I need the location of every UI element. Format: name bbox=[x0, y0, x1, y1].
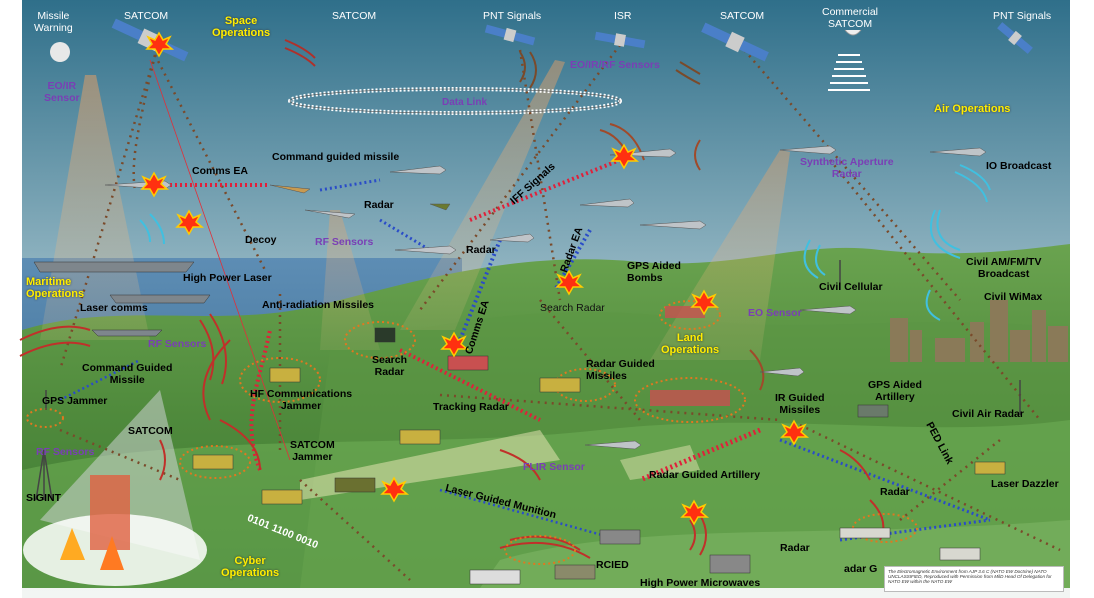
label-radar-guided-artillery: Radar Guided Artillery bbox=[649, 469, 761, 481]
zone-rings bbox=[26, 300, 918, 565]
label-command-guided-missile: Command guided missile bbox=[272, 151, 400, 163]
label-gps-aided-bombs: GPS Aided Bombs bbox=[627, 260, 681, 284]
label-space-operations: Space Operations bbox=[212, 15, 271, 39]
label-radar-guided-missiles: Radar Guided Missiles bbox=[586, 358, 655, 382]
label-rf-sensors-1: RF Sensors bbox=[315, 236, 374, 248]
label-radar-5: adar G bbox=[844, 563, 878, 575]
label-missile-warning: Missile Warning bbox=[34, 10, 73, 34]
label-cyber-operations: Cyber Operations bbox=[221, 555, 280, 579]
label-civil-wimax: Civil WiMax bbox=[984, 291, 1043, 303]
label-comms-ea: Comms EA bbox=[192, 165, 249, 177]
ships bbox=[33, 261, 211, 337]
label-civil-cellular: Civil Cellular bbox=[819, 281, 883, 293]
label-tracking-radar: Tracking Radar bbox=[433, 401, 509, 413]
label-synthetic-aperture-radar: Synthetic Aperture Radar bbox=[800, 156, 894, 180]
towers bbox=[35, 260, 1021, 501]
label-high-power-microwaves: High Power Microwaves bbox=[640, 577, 761, 589]
label-rf-sensors-2: RF Sensors bbox=[148, 338, 207, 350]
label-satcom-3: SATCOM bbox=[720, 10, 765, 22]
label-satcom-jammer: SATCOM Jammer bbox=[290, 439, 335, 463]
label-commercial-satcom: Commercial SATCOM bbox=[822, 6, 879, 30]
label-laser-comms: Laser comms bbox=[80, 302, 148, 314]
source-credit: The Electromagnetic Environment from AJP… bbox=[884, 566, 1064, 592]
vehicles bbox=[192, 306, 1006, 585]
label-pnt-signals-2: PNT Signals bbox=[993, 10, 1052, 22]
city-skyline bbox=[890, 300, 1068, 362]
label-decoy: Decoy bbox=[245, 234, 277, 246]
label-hf-comms-jammer: HF Communications Jammer bbox=[250, 388, 353, 412]
label-laser-dazzler: Laser Dazzler bbox=[991, 478, 1059, 490]
label-eo-ir-sensor: EO/IR Sensor bbox=[44, 80, 80, 104]
label-eo-sensor: EO Sensor bbox=[748, 307, 802, 319]
label-radar-3: Radar bbox=[880, 486, 910, 498]
label-ir-guided-missiles: IR Guided Missiles bbox=[775, 392, 825, 416]
label-satcom-2: SATCOM bbox=[332, 10, 377, 22]
label-pnt-signals-1: PNT Signals bbox=[483, 10, 542, 22]
label-search-radar-2: Search Radar bbox=[372, 354, 408, 378]
label-anti-radiation-missiles: Anti-radiation Missiles bbox=[262, 299, 375, 311]
label-radar-4: Radar bbox=[780, 542, 810, 554]
label-io-broadcast: IO Broadcast bbox=[986, 160, 1052, 172]
ea-bursts bbox=[140, 31, 810, 526]
label-sigint: SIGINT bbox=[26, 492, 62, 504]
label-satcom-1: SATCOM bbox=[124, 10, 169, 22]
label-rf-sensors-3: RF Sensors bbox=[36, 446, 95, 458]
label-flir-sensor: FLIR Sensor bbox=[523, 461, 585, 473]
label-high-power-laser: High Power Laser bbox=[183, 272, 272, 284]
label-gps-aided-artillery: GPS Aided Artillery bbox=[868, 379, 922, 403]
link-lines bbox=[58, 44, 1061, 581]
label-radar-2: Radar bbox=[466, 244, 496, 256]
label-isr: ISR bbox=[614, 10, 632, 22]
label-command-guided-missile-2: Command Guided Missile bbox=[82, 362, 173, 386]
label-civil-air-radar: Civil Air Radar bbox=[952, 408, 1024, 420]
label-search-radar-1: Search Radar bbox=[540, 302, 605, 314]
label-data-link: Data Link bbox=[442, 97, 488, 108]
label-radar-1: Radar bbox=[364, 199, 394, 211]
label-air-operations: Air Operations bbox=[934, 103, 1011, 115]
label-civil-am-fm-tv: Civil AM/FM/TV Broadcast bbox=[966, 256, 1042, 280]
label-eo-ir-rf-sensors: EO/IR/RF Sensors bbox=[570, 59, 660, 71]
label-rcied: RCIED bbox=[596, 559, 629, 571]
label-satcom-4: SATCOM bbox=[128, 425, 173, 437]
label-gps-jammer: GPS Jammer bbox=[42, 395, 108, 407]
label-maritime-operations: Maritime Operations bbox=[26, 276, 85, 300]
label-land-operations: Land Operations bbox=[661, 332, 720, 356]
